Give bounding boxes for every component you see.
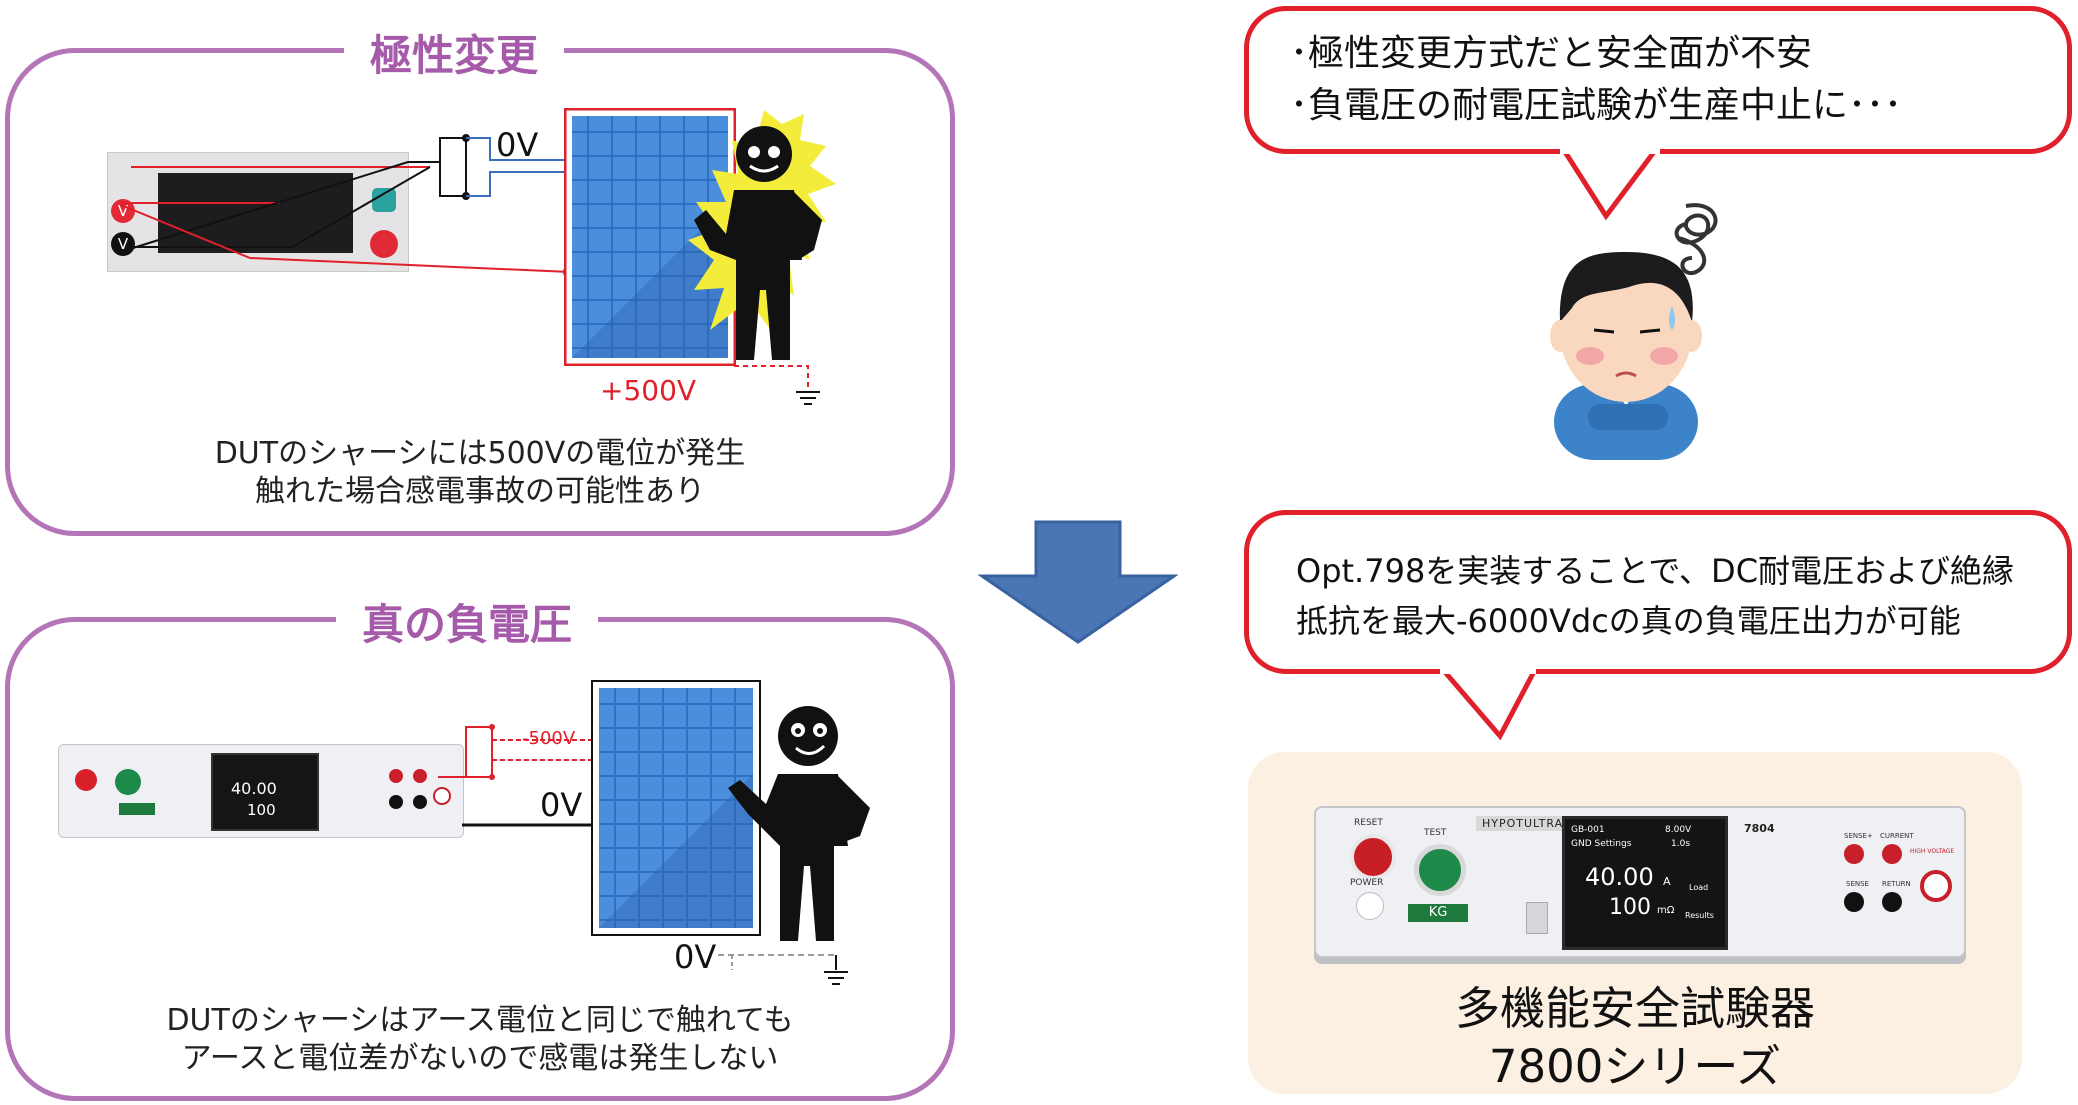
hv-warning-label: HIGH VOLTAGE xyxy=(1910,848,1955,855)
wiring-top xyxy=(120,134,820,405)
mini-readout-bottom: 100 xyxy=(247,801,276,819)
red-button xyxy=(370,230,398,258)
product-screen: GB-001 8.00V GND Settings 1.0s 40.00 A 1… xyxy=(1562,816,1728,950)
label-neg500v: -500V xyxy=(522,728,576,749)
speech-bubble-bottom-text: Opt.798を実装することで、DC耐電圧および絶縁 抵抗を最大-6000Vdc… xyxy=(1296,546,2014,646)
bubble-top-line2: ･負電圧の耐電圧試験が生産中止に･･･ xyxy=(1290,85,1903,126)
caption-bottom-line1: DUTのシャーシはアース電位と同じで触れても xyxy=(166,1003,794,1038)
mini-readout-top: 40.00 xyxy=(231,779,277,798)
model-label: 7804 xyxy=(1744,822,1775,835)
terminal-sense-plus xyxy=(1844,844,1864,864)
reset-button xyxy=(1350,834,1396,880)
instrument-display xyxy=(158,173,353,253)
screen-readout-main: 40.00 xyxy=(1585,863,1654,891)
screen-readout-sub: 100 xyxy=(1609,895,1651,920)
label-plus500v: +500V xyxy=(600,374,697,407)
usb-ports xyxy=(1526,902,1548,934)
product-name-line2: 7800シリーズ xyxy=(1488,1040,1782,1093)
screen-value1: 8.00V xyxy=(1665,825,1692,835)
test-knob xyxy=(115,769,141,795)
caption-top-line1: DUTのシャーシには500Vの電位が発生 xyxy=(214,436,746,471)
kg-badge-text: KG xyxy=(1428,905,1448,920)
power-label: POWER xyxy=(1350,878,1384,888)
terminal-black: V xyxy=(111,232,135,256)
screen-line1: GB-001 xyxy=(1571,825,1605,835)
product-name-line1: 多機能安全試験器 xyxy=(1454,982,1815,1035)
test-label: TEST xyxy=(1424,828,1447,838)
screen-readout-unit: A xyxy=(1663,875,1671,888)
shocked-person-icon xyxy=(688,110,836,360)
sense-plus-label: SENSE+ xyxy=(1844,832,1873,840)
panel-true-negative-voltage-title: 真の負電圧 xyxy=(336,597,599,653)
kg-badge-large: KG xyxy=(1408,904,1468,922)
screen-results: Results xyxy=(1685,911,1714,920)
test-button xyxy=(1414,844,1466,896)
kg-badge xyxy=(119,803,155,815)
sense-label: SENSE xyxy=(1846,880,1869,888)
terminal-sense xyxy=(1844,892,1864,912)
terminal-return xyxy=(1882,892,1902,912)
product-name: 多機能安全試験器 7800シリーズ xyxy=(1248,980,2022,1096)
power-button xyxy=(1356,892,1384,920)
solar-panel-top xyxy=(564,108,736,366)
wiring-bottom xyxy=(438,724,848,985)
label-0v-top: 0V xyxy=(496,126,539,164)
screen-settings: GND Settings xyxy=(1571,839,1632,849)
worried-person-icon xyxy=(1550,203,1718,460)
bubble-bottom-line2: 抵抗を最大-6000Vdcの真の負電圧出力が可能 xyxy=(1296,602,1961,640)
terminal-red-label: V xyxy=(117,202,129,220)
screen-value2: 1.0s xyxy=(1671,839,1691,849)
reset-knob xyxy=(75,769,97,791)
mini-terminals xyxy=(389,765,451,815)
screen-load: Load xyxy=(1689,883,1709,892)
instrument-bottom: 40.00 100 xyxy=(58,744,464,838)
product-instrument: RESET TEST POWER KG HYPOTULTRA 7804 GB-0… xyxy=(1314,806,1966,958)
caption-top: DUTのシャーシには500Vの電位が発生 触れた場合感電事故の可能性あり xyxy=(40,435,920,511)
caption-bottom: DUTのシャーシはアース電位と同じで触れても アースと電位差がないので感電は発生… xyxy=(40,1002,920,1078)
bubble-top-line1: ･極性変更方式だと安全面が不安 xyxy=(1290,33,1813,74)
solar-panel-bottom xyxy=(591,680,761,936)
label-0v-bottom-a: 0V xyxy=(540,786,583,824)
screen-readout-sub-unit: mΩ xyxy=(1657,905,1675,916)
mini-screen: 40.00 100 xyxy=(211,753,319,831)
return-label: RETURN xyxy=(1882,880,1911,888)
panel-polarity-change-title: 極性変更 xyxy=(344,28,565,84)
teal-button xyxy=(372,188,396,212)
label-0v-bottom-b: 0V xyxy=(674,938,717,976)
current-label: CURRENT xyxy=(1880,832,1914,840)
brand-label: HYPOTULTRA xyxy=(1476,816,1570,831)
speech-bubble-top xyxy=(1244,6,2072,154)
speech-bubble-top-text: ･極性変更方式だと安全面が不安 ･負電圧の耐電圧試験が生産中止に･･･ xyxy=(1290,28,1902,132)
reset-label: RESET xyxy=(1354,818,1383,828)
terminal-current xyxy=(1882,844,1902,864)
caption-bottom-line2: アースと電位差がないので感電は発生しない xyxy=(181,1041,779,1076)
bubble-bottom-line1: Opt.798を実装することで、DC耐電圧および絶縁 xyxy=(1296,552,2015,590)
hv-terminal xyxy=(1920,870,1952,902)
calm-person-icon xyxy=(728,706,870,941)
terminal-black-label: V xyxy=(117,235,129,253)
caption-top-line2: 触れた場合感電事故の可能性あり xyxy=(255,474,705,509)
down-arrow-icon xyxy=(978,520,1178,644)
speech-bubble-bottom xyxy=(1244,510,2072,674)
